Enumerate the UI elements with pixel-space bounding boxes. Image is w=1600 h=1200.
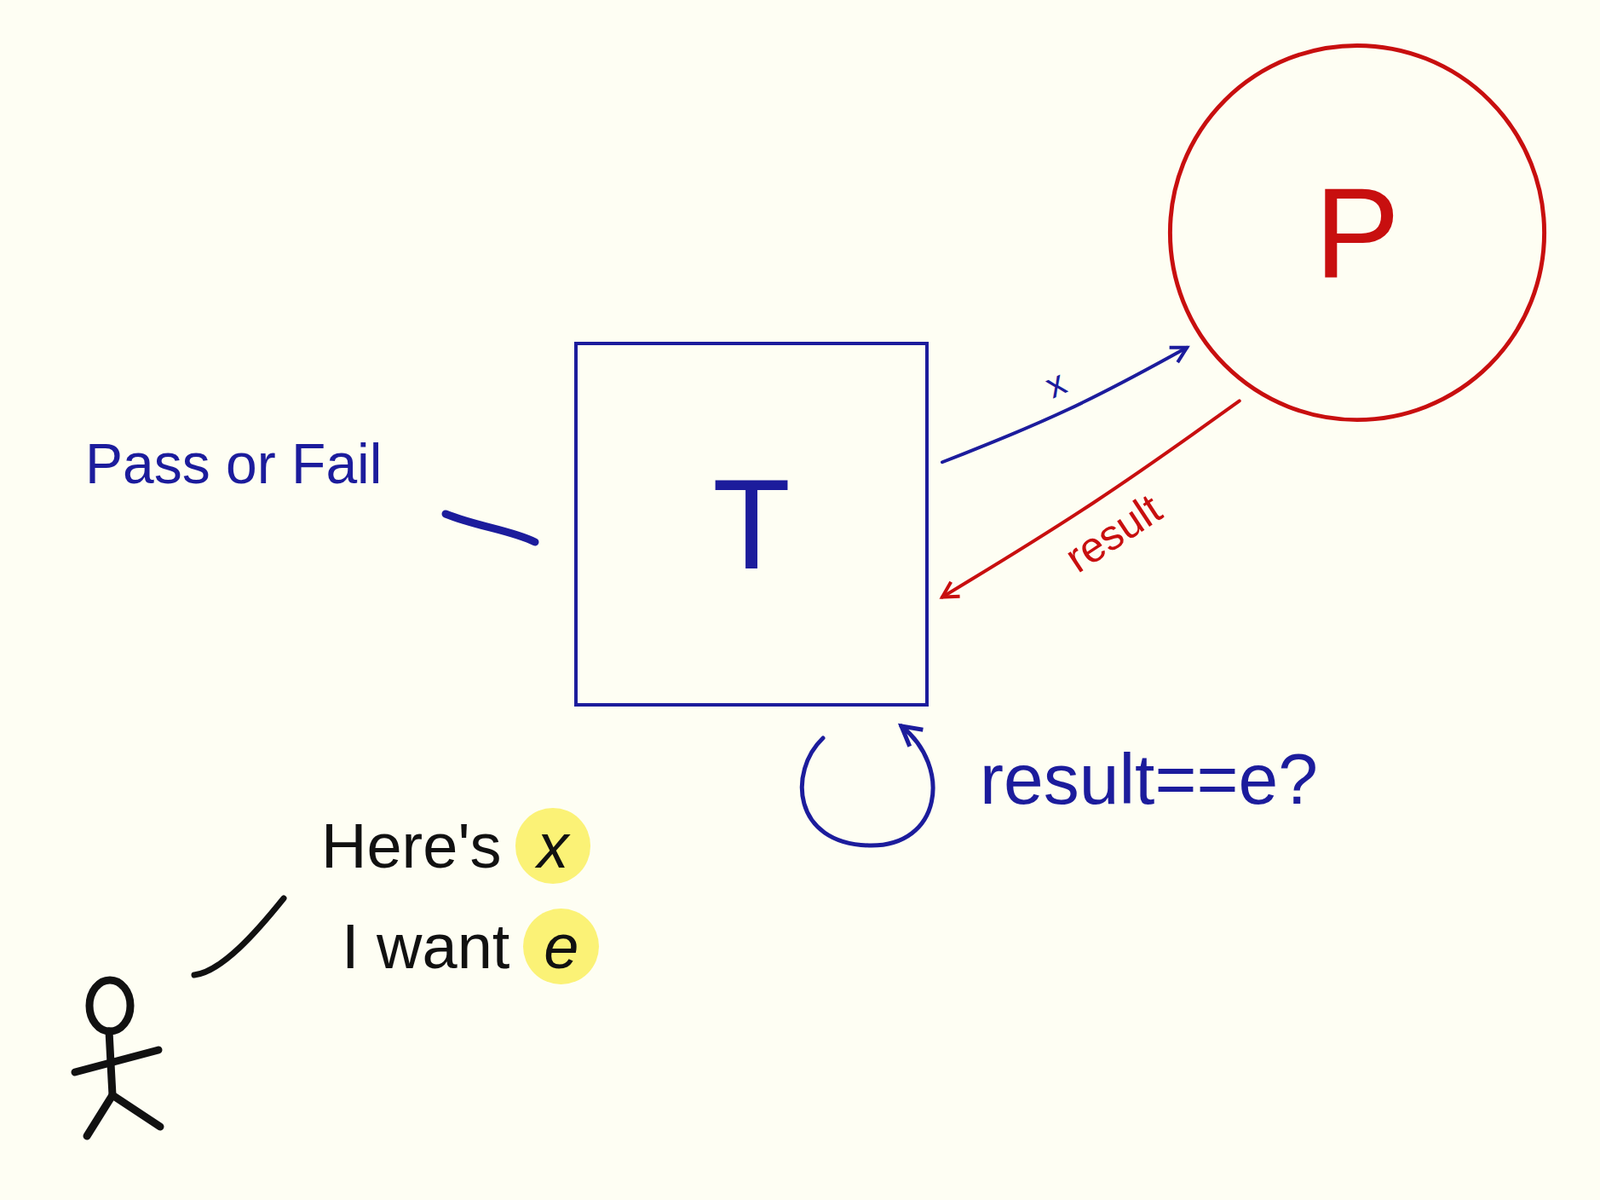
edge-label: result: [1053, 482, 1175, 585]
note-text: Here's: [321, 811, 502, 881]
circle-outline: [1169, 45, 1544, 420]
label-row: result==e?: [979, 739, 1318, 818]
edge-label: x: [1034, 361, 1077, 409]
flow-arrow: [942, 400, 1240, 597]
note-text: Pass or Fail: [85, 432, 382, 495]
speech-line: [194, 897, 284, 975]
flow-arrow: [942, 347, 1187, 462]
highlighted-value: e: [523, 908, 599, 985]
stick-figure: [74, 979, 161, 1136]
node-letter: T: [712, 460, 791, 588]
node-letter: P: [1314, 168, 1400, 297]
program-circle: P: [1165, 40, 1549, 425]
tester-box: T: [574, 341, 929, 707]
output-line: [445, 513, 536, 542]
highlighted-value: x: [515, 807, 592, 884]
label-row: Pass or Fail: [85, 432, 382, 495]
label-row: I wante: [341, 908, 599, 985]
check-loop: [801, 725, 933, 846]
note-text: I want: [341, 911, 510, 981]
note-text: result==e?: [979, 739, 1318, 818]
label-row: Here'sx: [321, 807, 591, 884]
